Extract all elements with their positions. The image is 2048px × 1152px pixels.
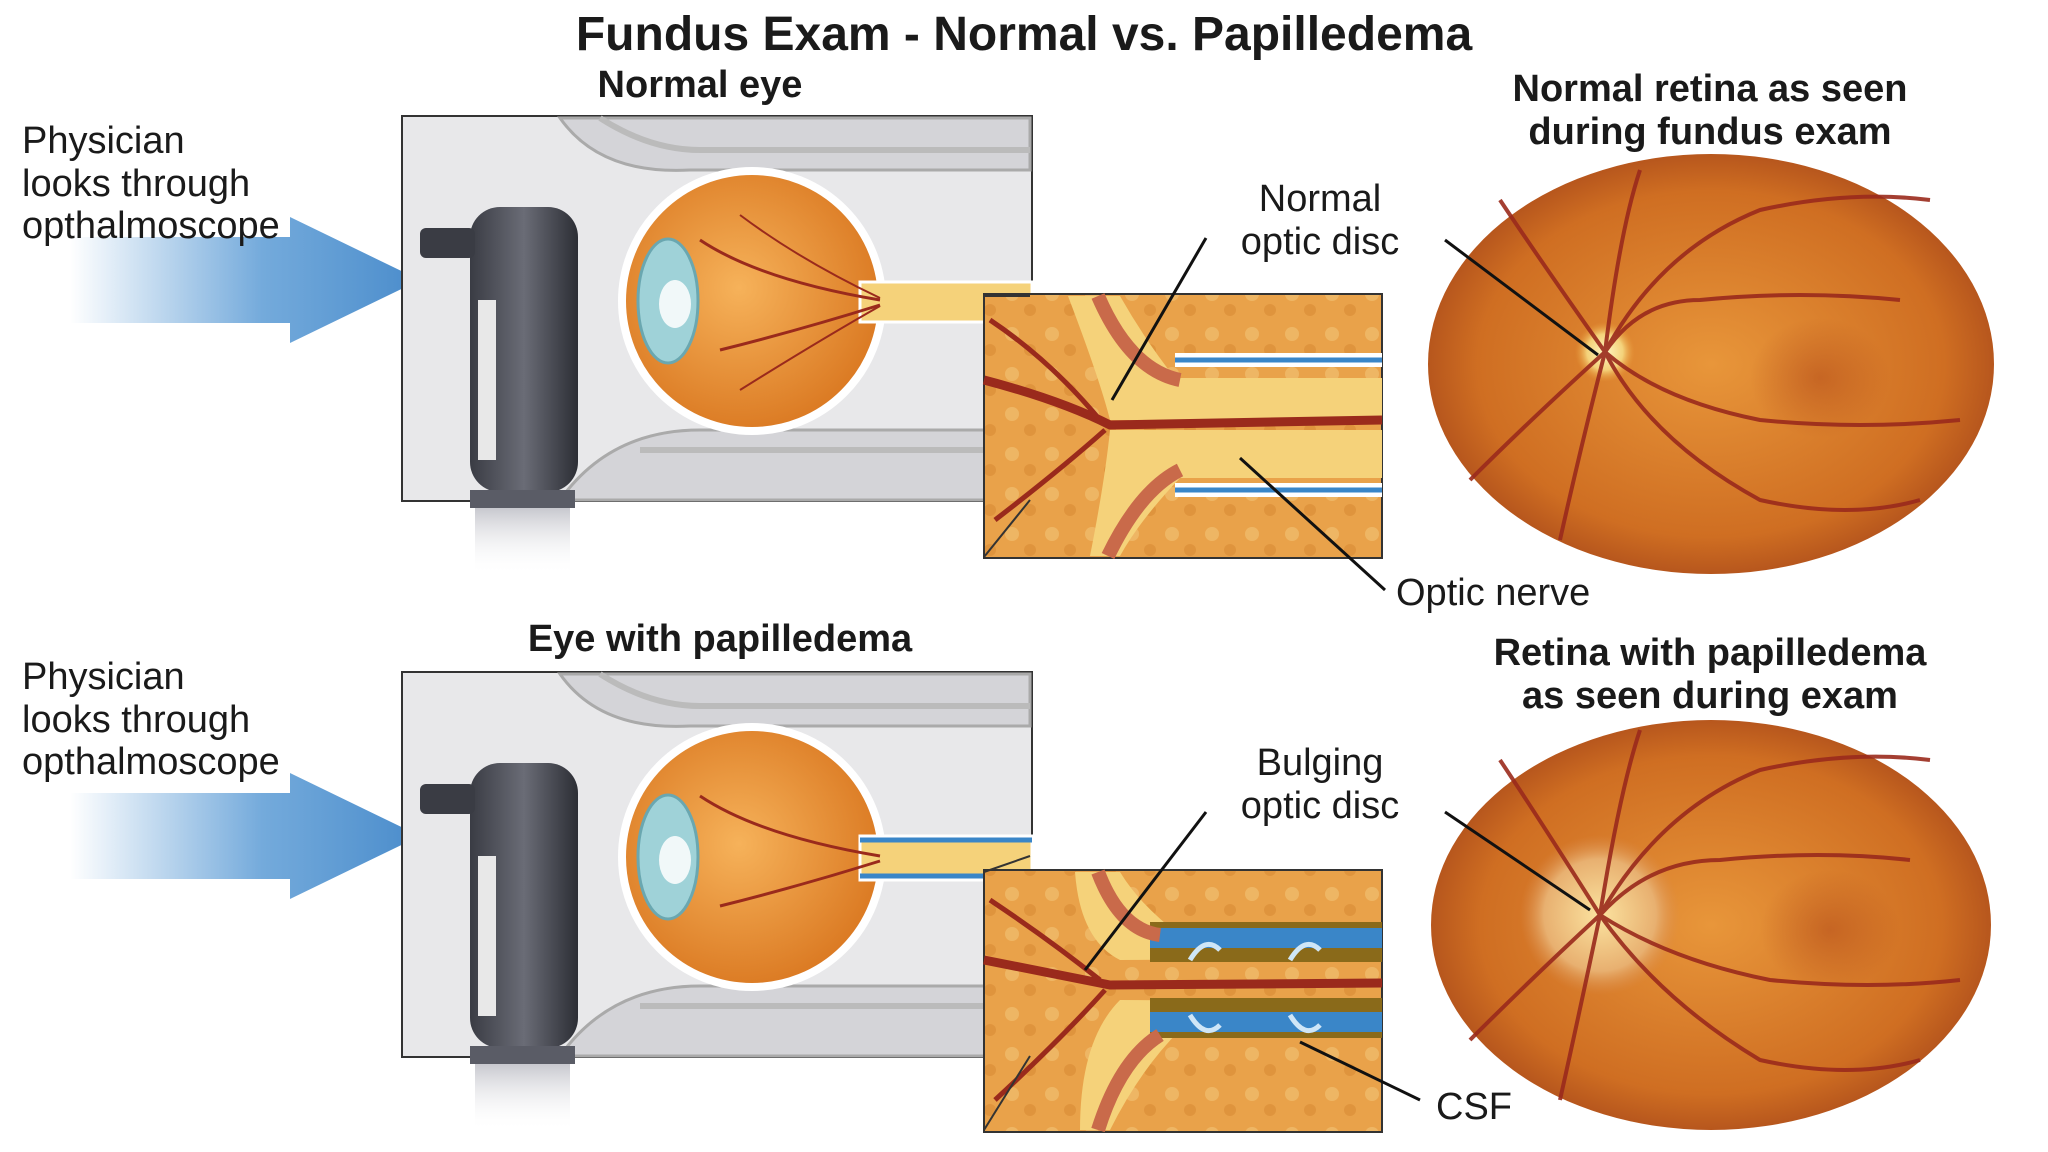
normal-retina-heading: Normal retina as seen during fundus exam [1512,68,1908,153]
physician-label: Physician looks through opthalmoscope [22,120,280,248]
physician-label: Physician looks through opthalmoscope [22,656,280,784]
csf-label: CSF [1436,1086,1512,1128]
normal-panel [70,115,1994,592]
view-arrow-icon [70,217,420,343]
view-arrow-icon [70,773,420,899]
ophthalmoscope-icon [420,207,578,575]
papilledema-eye-heading: Eye with papilledema [527,618,913,660]
bulging-disc-label: Bulging optic disc [1240,742,1400,827]
optic-nerve-label: Optic nerve [1396,572,1591,614]
figure-title: Fundus Exam - Normal vs. Papilledema [575,8,1473,61]
papilledema-panel [70,671,1991,1133]
ophthalmoscope-icon [420,763,578,1131]
normal-retina [1428,154,1994,574]
normal-disc-label: Normal optic disc [1240,178,1400,263]
normal-eye-heading: Normal eye [597,64,803,106]
papilledema-retina-heading: Retina with papilledema as seen during e… [1493,632,1927,717]
papilledema-retina [1431,720,1991,1130]
